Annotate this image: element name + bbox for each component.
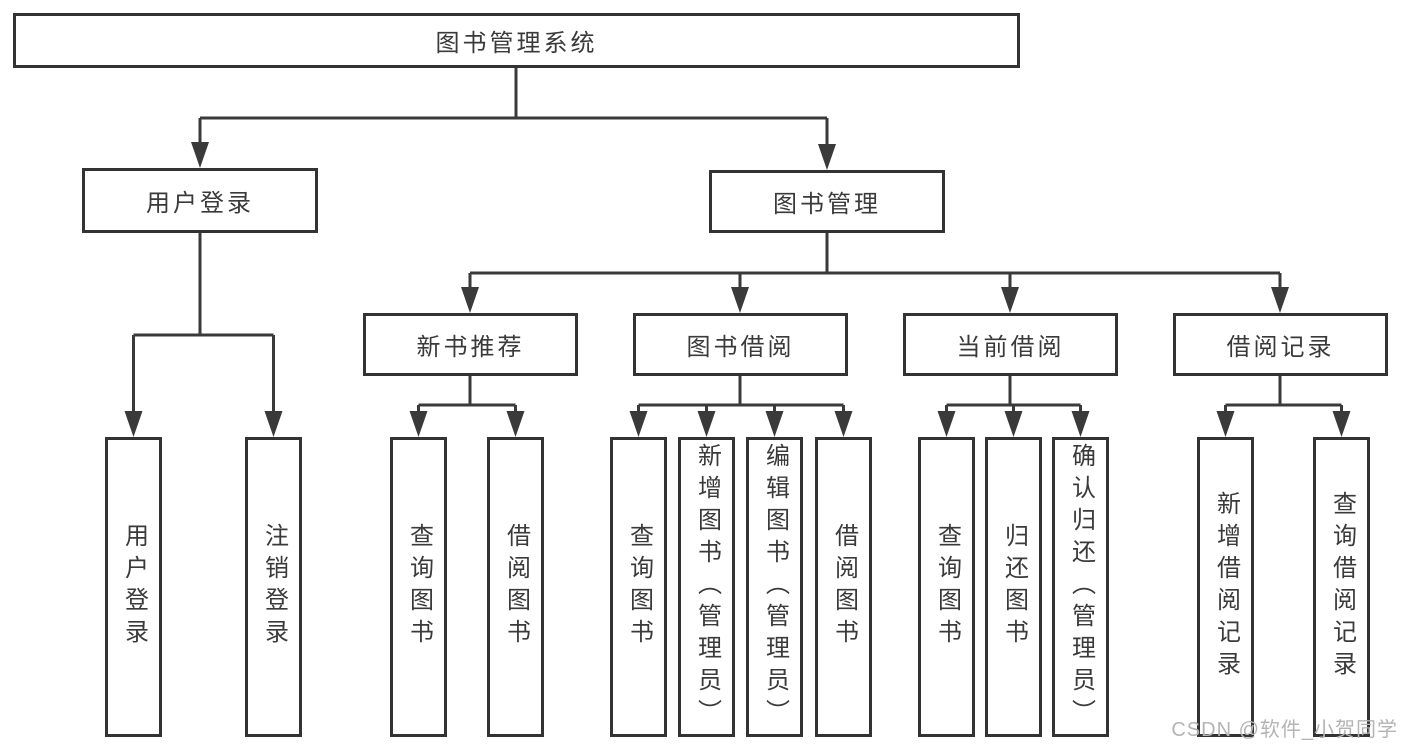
connector-current-to-leaves	[945, 376, 1082, 420]
arrowhead	[1271, 287, 1289, 313]
leaf-logout: 注销登录	[245, 437, 302, 737]
watermark: CSDN @软件_小贺同学	[1171, 719, 1398, 741]
connector-root-to-level1	[198, 68, 829, 152]
arrowhead	[1004, 411, 1023, 437]
leaf-logout-label: 注销登录	[260, 523, 288, 651]
arrowhead	[1071, 411, 1090, 437]
leaf-user-login: 用户登录	[105, 437, 162, 737]
node-book-borrow-label: 图书借阅	[686, 334, 795, 361]
connector-borrow-to-leaves	[637, 376, 845, 420]
leaf-current-query: 查询图书	[918, 437, 975, 737]
arrowhead	[731, 287, 749, 313]
node-book-mgmt-label: 图书管理	[773, 191, 881, 218]
node-user-login: 用户登录	[82, 168, 318, 233]
leaf-current-return-label: 归还图书	[1000, 523, 1028, 651]
arrowhead	[818, 144, 836, 170]
leaf-borrow-add-label: 新增图书（管理员）	[693, 443, 721, 731]
leaf-user-login-label: 用户登录	[120, 523, 148, 651]
node-new-book-rec-label: 新书推荐	[416, 334, 525, 361]
arrowhead	[124, 411, 143, 437]
leaf-borrow-borrow: 借阅图书	[815, 437, 872, 737]
node-new-book-rec: 新书推荐	[363, 313, 578, 376]
connector-record-to-leaves	[1224, 376, 1343, 420]
leaf-current-confirm: 确认归还（管理员）	[1052, 437, 1109, 737]
arrowhead	[1332, 411, 1351, 437]
leaf-record-add: 新增借阅记录	[1197, 437, 1254, 737]
arrowhead	[506, 411, 525, 437]
leaf-record-query-label: 查询借阅记录	[1328, 491, 1356, 683]
leaf-borrow-query: 查询图书	[610, 437, 667, 737]
connector-bookmgmt-to-level2	[468, 233, 1282, 296]
node-borrow-record-label: 借阅记录	[1226, 334, 1335, 361]
leaf-newbook-borrow: 借阅图书	[487, 437, 544, 737]
leaf-borrow-query-label: 查询图书	[625, 523, 653, 651]
node-current-borrow-label: 当前借阅	[956, 334, 1065, 361]
leaf-record-add-label: 新增借阅记录	[1212, 491, 1240, 683]
arrowhead	[697, 411, 716, 437]
arrowhead	[461, 287, 479, 313]
connector-userlogin-to-leaves	[132, 232, 275, 420]
leaf-record-query: 查询借阅记录	[1313, 437, 1370, 737]
node-book-borrow: 图书借阅	[633, 313, 848, 376]
arrowhead	[834, 411, 853, 437]
leaf-current-confirm-label: 确认归还（管理员）	[1067, 443, 1095, 731]
leaf-current-return: 归还图书	[985, 437, 1042, 737]
connector-newbook-to-leaves	[417, 376, 517, 420]
leaf-borrow-edit-label: 编辑图书（管理员）	[761, 443, 789, 731]
arrowhead	[1001, 287, 1019, 313]
node-current-borrow: 当前借阅	[903, 313, 1118, 376]
leaf-borrow-edit: 编辑图书（管理员）	[746, 437, 803, 737]
arrowhead	[191, 142, 209, 168]
leaf-newbook-borrow-label: 借阅图书	[502, 523, 530, 651]
arrowhead	[937, 411, 956, 437]
leaf-borrow-add: 新增图书（管理员）	[678, 437, 735, 737]
node-borrow-record: 借阅记录	[1173, 313, 1388, 376]
arrowhead	[409, 411, 428, 437]
leaf-borrow-borrow-label: 借阅图书	[830, 523, 858, 651]
leaf-newbook-query-label: 查询图书	[405, 523, 433, 651]
arrowhead	[264, 411, 283, 437]
leaf-current-query-label: 查询图书	[933, 523, 961, 651]
node-root: 图书管理系统	[13, 13, 1020, 68]
node-root-label: 图书管理系统	[435, 30, 598, 57]
node-book-mgmt: 图书管理	[709, 170, 945, 233]
arrowhead	[629, 411, 648, 437]
node-user-login-label: 用户登录	[146, 190, 254, 217]
arrowhead	[1216, 411, 1235, 437]
arrowhead	[765, 411, 784, 437]
leaf-newbook-query: 查询图书	[390, 437, 447, 737]
